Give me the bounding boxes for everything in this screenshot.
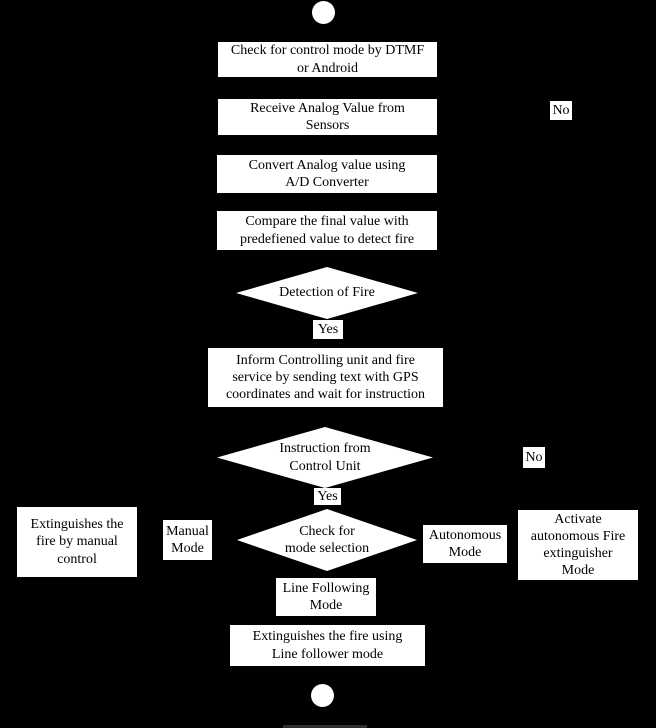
process-extinguish-manual-control: Extinguishes the fire by manual control: [17, 507, 137, 577]
decision-instruction-from-control-unit: Instruction from Control Unit: [217, 427, 433, 488]
process-inform-controlling-unit: Inform Controlling unit and fire service…: [208, 348, 443, 407]
process-activate-autonomous-extinguisher: Activate autonomous Fire extinguisher Mo…: [518, 510, 638, 580]
process-extinguish-line-follower: Extinguishes the fire using Line followe…: [230, 625, 425, 666]
label-manual-mode: Manual Mode: [163, 520, 212, 560]
process-receive-analog-value: Receive Analog Value from Sensors: [218, 99, 437, 135]
label-autonomous-mode: Autonomous Mode: [423, 525, 507, 563]
edge-label-no-detection: No: [550, 101, 572, 120]
label-line-following-mode: Line Following Mode: [276, 578, 376, 616]
bottom-artifact-line: [283, 725, 367, 728]
decision-detection-of-fire: Detection of Fire: [236, 267, 418, 319]
process-check-control-mode: Check for control mode by DTMF or Androi…: [218, 42, 437, 77]
end-terminator-node: [311, 684, 334, 707]
decision-check-mode-selection: Check for mode selection: [237, 509, 417, 571]
edge-label-no-instruction: No: [523, 447, 545, 468]
process-compare-final-value: Compare the final value with predefiened…: [217, 211, 437, 250]
start-terminator-node: [312, 1, 335, 24]
edge-label-yes-instruction: Yes: [314, 488, 341, 505]
edge-label-yes-detection: Yes: [313, 320, 343, 339]
process-convert-analog-value: Convert Analog value using A/D Converter: [217, 155, 437, 193]
